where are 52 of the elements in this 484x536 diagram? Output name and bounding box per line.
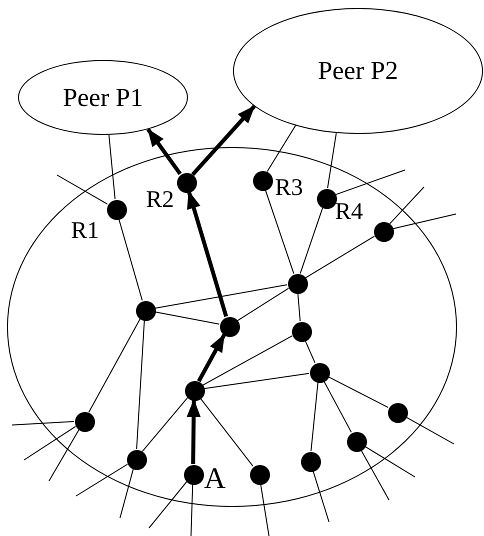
connection-line [405, 416, 454, 444]
connection-line [48, 429, 80, 482]
connection-line [236, 288, 290, 322]
connection-line [24, 426, 76, 460]
peer-ellipse [18, 60, 188, 135]
node-label: R4 [335, 200, 364, 224]
connection-line [327, 132, 337, 189]
connection-line [260, 483, 270, 536]
connection-line [202, 335, 293, 386]
node-label: R2 [146, 188, 174, 212]
node-label: R1 [71, 219, 100, 243]
arrow [186, 190, 228, 317]
connection-line [88, 318, 141, 413]
connection-line [327, 376, 389, 408]
connection-line [148, 481, 188, 528]
connection-line [154, 284, 288, 309]
connection-line [200, 397, 254, 467]
arrow [146, 128, 182, 176]
connection-line [392, 214, 456, 230]
connection-line [120, 468, 134, 518]
connection-line [142, 397, 188, 452]
connection-line [76, 464, 128, 496]
connection-line [118, 218, 143, 301]
peer-ellipse [233, 8, 483, 134]
connection-line [264, 188, 294, 274]
arrow [191, 104, 256, 176]
connection-line [310, 381, 318, 452]
connection-line [266, 125, 296, 172]
peer-label: Peer P2 [318, 58, 398, 84]
connection-line [304, 340, 316, 364]
connection-line [203, 372, 310, 390]
connection-line [154, 311, 220, 325]
connection-line [297, 292, 301, 322]
connection-line [108, 134, 116, 200]
connection-line [312, 470, 330, 522]
connection-line [56, 174, 108, 204]
connection-line [12, 421, 75, 426]
connection-line [334, 170, 406, 196]
network-ellipse [7, 147, 457, 507]
arrow [197, 334, 226, 382]
connection-line [389, 186, 424, 224]
connection-line [300, 206, 324, 274]
peer-label: Peer P1 [62, 84, 144, 110]
connection-line [360, 449, 390, 500]
connection-line [136, 319, 145, 450]
connection-line [305, 236, 375, 278]
node-label: A [204, 464, 226, 494]
connection-line [190, 484, 194, 536]
connection-line [364, 446, 416, 478]
connection-line [323, 380, 352, 433]
arrow [186, 399, 201, 464]
node-label: R3 [275, 176, 304, 200]
